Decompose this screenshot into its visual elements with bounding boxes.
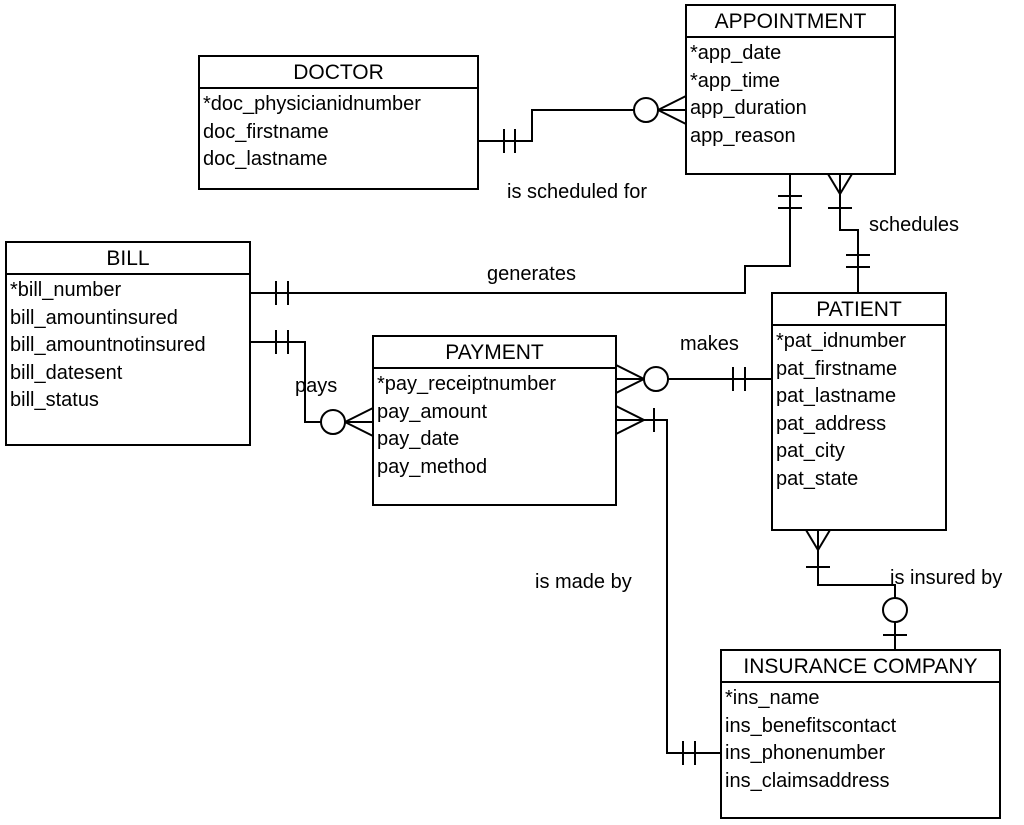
attribute-list: *app_date *app_time app_duration app_rea… xyxy=(687,38,894,150)
relationship-label-is-insured-by: is insured by xyxy=(890,567,1003,589)
attribute: *doc_physicianidnumber xyxy=(203,93,421,115)
attribute: *pat_idnumber xyxy=(776,330,907,352)
entity-title: PAYMENT xyxy=(374,337,615,369)
connector-payment-patient xyxy=(615,364,772,394)
connector-doctor-appointment xyxy=(478,95,687,153)
connector-appointment-patient xyxy=(827,173,870,293)
relationship-label-schedules: schedules xyxy=(869,214,960,236)
attribute: *bill_number xyxy=(10,279,122,301)
attribute: pay_date xyxy=(377,428,460,450)
attribute: app_reason xyxy=(690,124,796,147)
entity-title: PATIENT xyxy=(773,294,945,326)
attribute: bill_amountnotinsured xyxy=(10,334,206,356)
entity-bill[interactable]: BILL *bill_number bill_amountinsured bil… xyxy=(5,241,251,446)
attribute: ins_claimsaddress xyxy=(725,769,890,792)
attribute-list: *pat_idnumber pat_firstname pat_lastname… xyxy=(773,326,945,493)
attribute: pat_address xyxy=(776,412,887,435)
attribute: bill_status xyxy=(10,389,99,411)
attribute: pat_city xyxy=(776,440,845,462)
entity-title: DOCTOR xyxy=(200,57,477,89)
attribute: pay_amount xyxy=(377,400,488,423)
attribute: *app_date xyxy=(690,42,782,64)
attribute-list: *ins_name ins_benefitscontact ins_phonen… xyxy=(722,683,999,795)
relationship-label-makes: makes xyxy=(680,333,739,355)
entity-doctor[interactable]: DOCTOR *doc_physicianidnumber doc_firstn… xyxy=(198,55,479,190)
connector-bill-payment xyxy=(249,330,374,437)
attribute: pat_state xyxy=(776,467,859,490)
attribute-list: *pay_receiptnumber pay_amount pay_date p… xyxy=(374,369,615,481)
entity-title: BILL xyxy=(7,243,249,275)
attribute: bill_datesent xyxy=(10,361,123,384)
entity-title: INSURANCE COMPANY xyxy=(722,651,999,683)
attribute-list: *doc_physicianidnumber doc_firstname doc… xyxy=(200,89,477,174)
attribute: doc_firstname xyxy=(203,120,329,143)
connector-payment-insurance xyxy=(615,405,721,765)
attribute: doc_lastname xyxy=(203,148,328,170)
attribute: *app_time xyxy=(690,69,781,92)
attribute: pay_method xyxy=(377,455,488,478)
entity-insurance-company[interactable]: INSURANCE COMPANY *ins_name ins_benefits… xyxy=(720,649,1001,819)
attribute: pat_firstname xyxy=(776,357,898,380)
attribute: *ins_name xyxy=(725,687,820,709)
attribute: *pay_receiptnumber xyxy=(377,373,556,395)
relationship-label-generates: generates xyxy=(487,263,576,285)
entity-patient[interactable]: PATIENT *pat_idnumber pat_firstname pat_… xyxy=(771,292,947,531)
connector-appointment-bill xyxy=(249,174,802,305)
relationship-label-is-scheduled-for: is scheduled for xyxy=(507,181,648,203)
attribute: ins_phonenumber xyxy=(725,742,886,764)
entity-title: APPOINTMENT xyxy=(687,6,894,38)
entity-payment[interactable]: PAYMENT *pay_receiptnumber pay_amount pa… xyxy=(372,335,617,506)
relationship-label-is-made-by: is made by xyxy=(535,571,632,593)
connector-patient-insurance xyxy=(805,529,908,650)
entity-appointment[interactable]: APPOINTMENT *app_date *app_time app_dura… xyxy=(685,4,896,175)
relationship-label-pays: pays xyxy=(295,375,338,397)
attribute-list: *bill_number bill_amountinsured bill_amo… xyxy=(7,275,249,415)
attribute: app_duration xyxy=(690,97,807,119)
attribute: ins_benefitscontact xyxy=(725,714,897,737)
attribute: bill_amountinsured xyxy=(10,306,178,329)
attribute: pat_lastname xyxy=(776,385,897,407)
